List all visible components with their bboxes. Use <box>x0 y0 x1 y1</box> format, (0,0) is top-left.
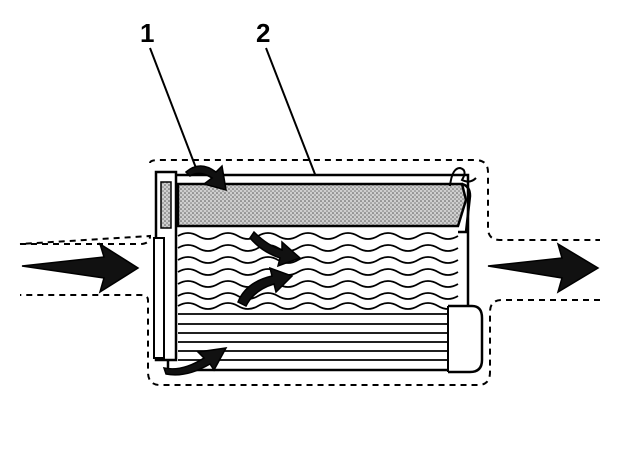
top-layer-edge <box>448 182 472 234</box>
pleated-media <box>177 228 459 310</box>
inflow-arrow-icon <box>21 242 140 294</box>
leader-line-2 <box>265 47 319 183</box>
filter-media-top <box>176 182 468 228</box>
callout-label-2: 2 <box>256 18 270 48</box>
callout-label-1: 1 <box>140 18 154 48</box>
flow-path-arrow-icon <box>162 164 302 376</box>
housing-curl <box>449 166 477 187</box>
flow-envelope-dashed <box>19 159 600 386</box>
outlet-cap-right <box>448 304 484 374</box>
end-cap-lip <box>153 237 165 359</box>
outflow-arrow-icon <box>487 242 600 294</box>
end-cap-seal <box>160 181 172 229</box>
leader-line-1 <box>149 47 197 169</box>
